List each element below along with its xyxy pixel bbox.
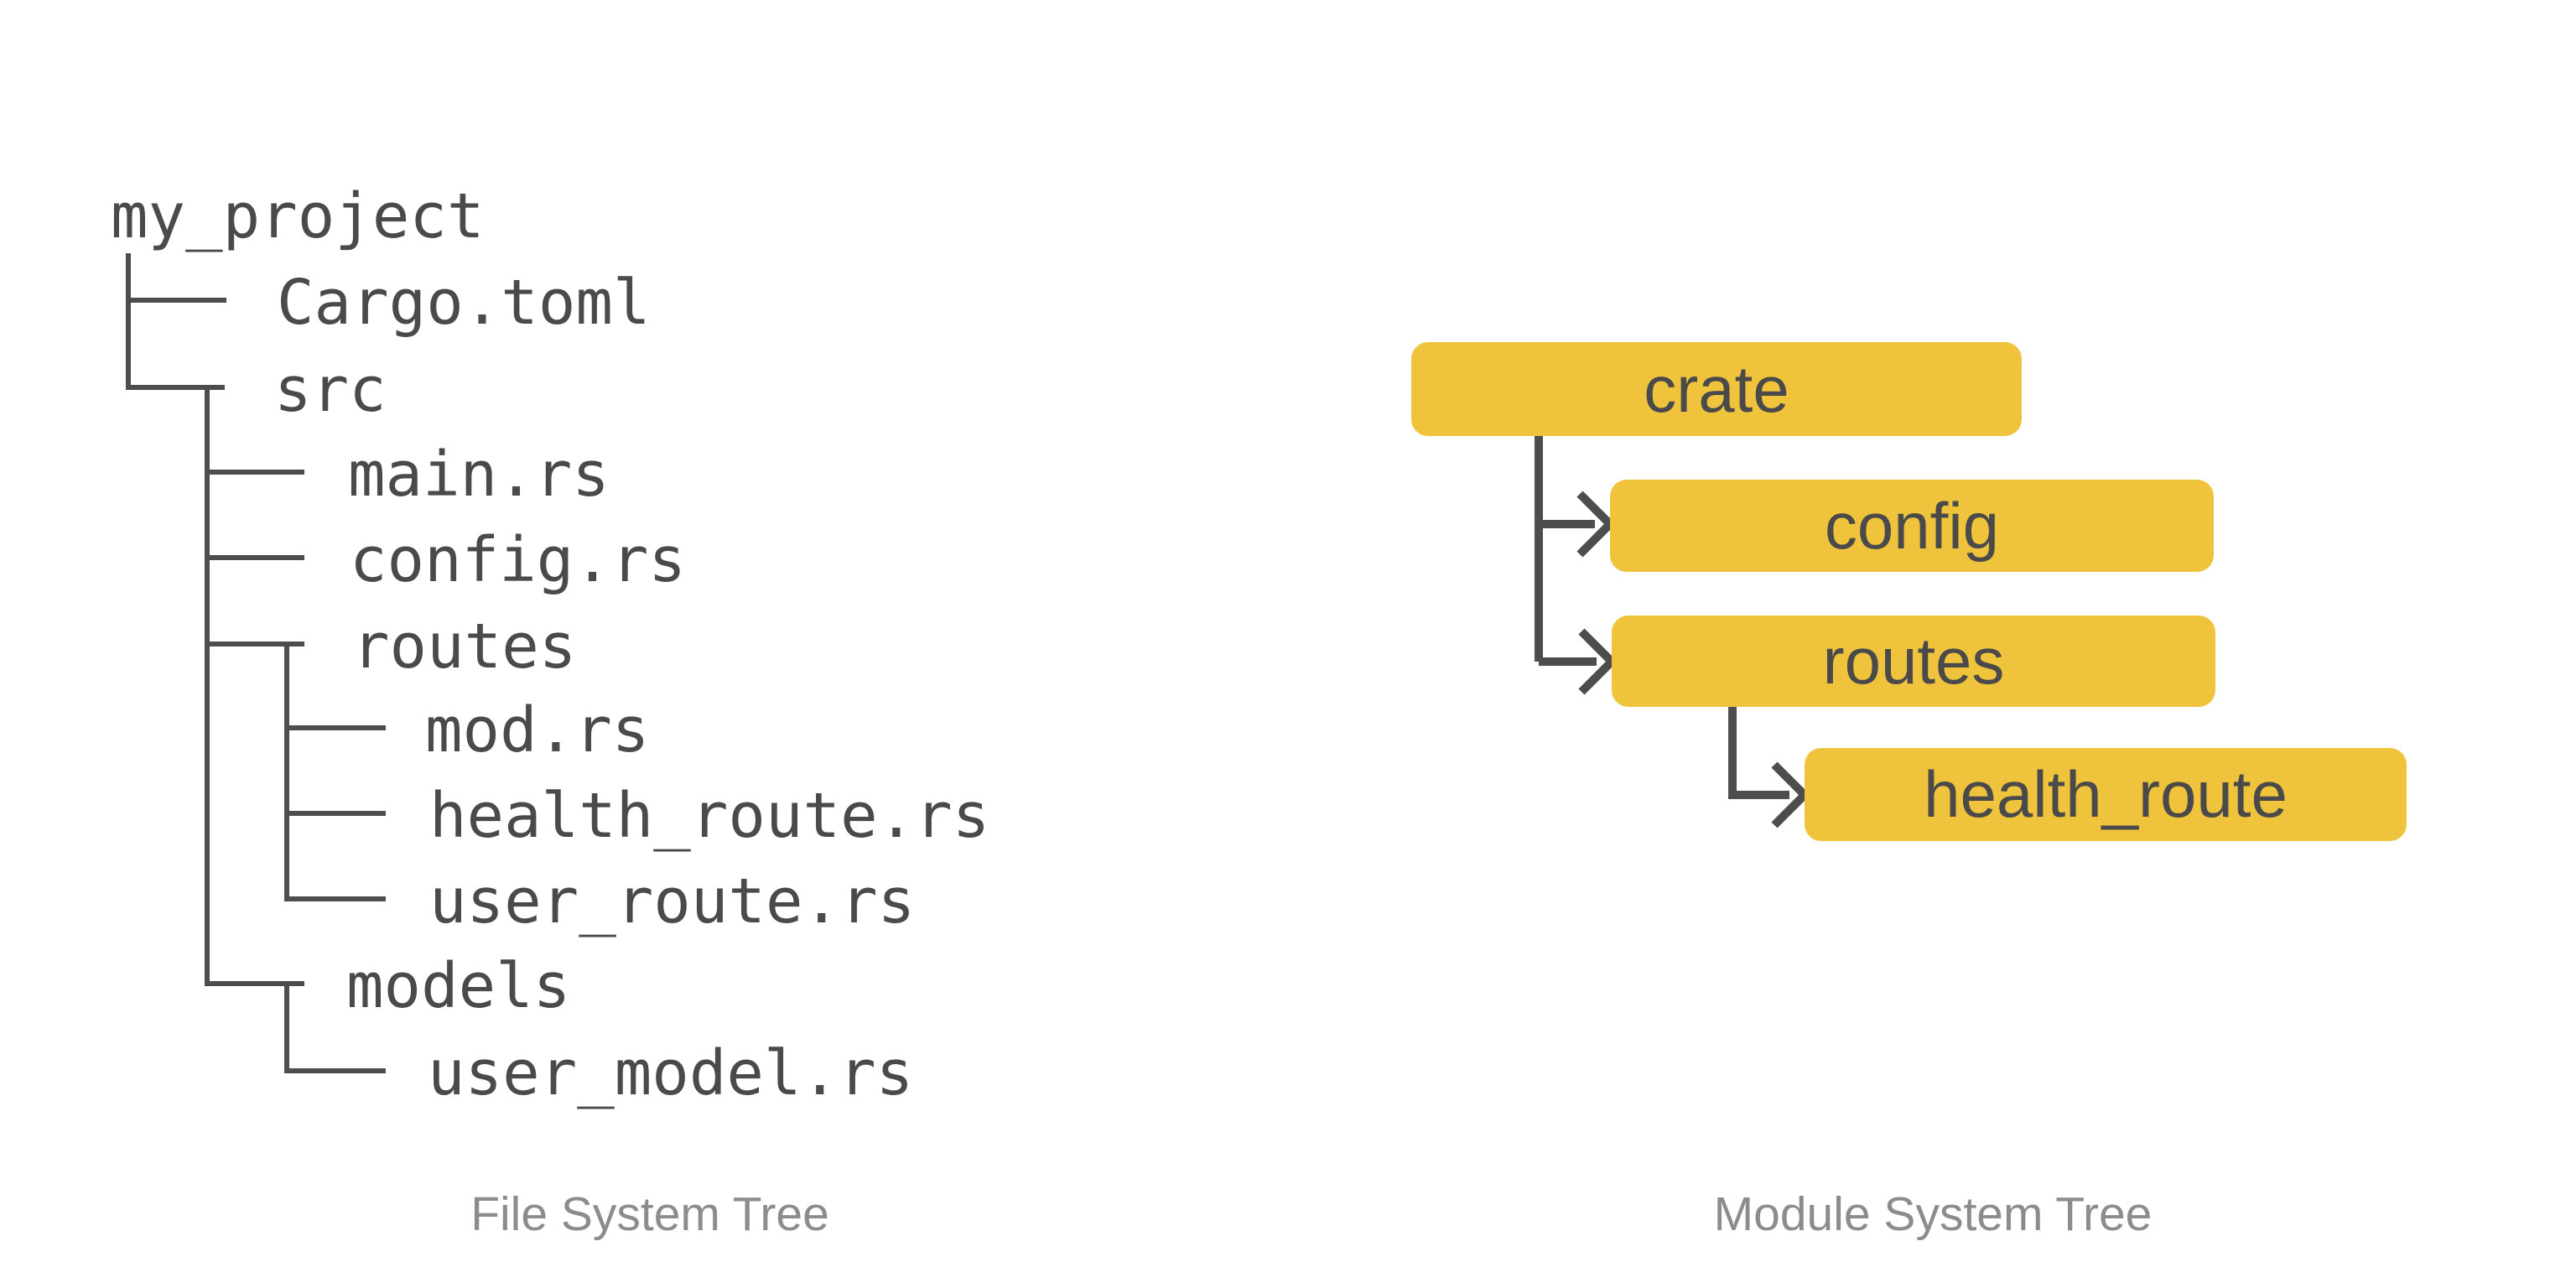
- tree-line-vertical-src: [205, 385, 210, 986]
- tree-branch-user-route-rs: [284, 896, 386, 901]
- tree-item-cargo-toml: Cargo.toml: [277, 267, 651, 339]
- tree-item-health-route-rs: health_route.rs: [429, 780, 990, 852]
- tree-branch-user-model-rs: [284, 1068, 386, 1073]
- module-node-crate: crate: [1411, 342, 2022, 436]
- module-node-health-route: health_route: [1805, 748, 2407, 841]
- tree-branch-mod-rs: [284, 725, 386, 730]
- tree-item-src: src: [274, 354, 387, 426]
- module-node-health-route-label: health_route: [1924, 757, 2288, 831]
- module-node-routes: routes: [1612, 615, 2215, 707]
- module-node-config: config: [1610, 480, 2214, 572]
- tree-item-models: models: [346, 950, 571, 1022]
- tree-branch-cargo-toml: [126, 298, 226, 303]
- tree-line-vertical-routes: [284, 641, 289, 901]
- tree-item-user-model-rs: user_model.rs: [428, 1037, 914, 1109]
- module-node-routes-label: routes: [1822, 624, 2005, 698]
- module-node-config-label: config: [1824, 488, 2000, 563]
- tree-branch-routes: [205, 641, 304, 647]
- tree-line-vertical-models: [284, 981, 289, 1073]
- caption-module-system-tree: Module System Tree: [1713, 1187, 2153, 1241]
- tree-item-my-project: my_project: [111, 180, 485, 252]
- tree-item-main-rs: main.rs: [348, 439, 610, 511]
- tree-line-vertical-root: [126, 253, 131, 390]
- arrowhead-routes: [1578, 628, 1618, 695]
- arrowhead-health-route: [1771, 761, 1811, 828]
- tree-item-user-route-rs: user_route.rs: [429, 865, 916, 937]
- tree-branch-models: [205, 981, 304, 986]
- tree-item-mod-rs: mod.rs: [425, 694, 650, 766]
- tree-item-routes: routes: [352, 610, 577, 683]
- arrowhead-config: [1576, 491, 1617, 558]
- module-node-crate-label: crate: [1644, 351, 1789, 426]
- tree-branch-config-rs: [205, 555, 304, 560]
- tree-branch-main-rs: [205, 470, 304, 475]
- tree-branch-src: [126, 385, 225, 390]
- caption-file-system-tree: File System Tree: [470, 1187, 829, 1241]
- tree-branch-health-route-rs: [284, 811, 386, 816]
- tree-item-config-rs: config.rs: [350, 524, 686, 596]
- connector-routes-health: [1728, 707, 1789, 799]
